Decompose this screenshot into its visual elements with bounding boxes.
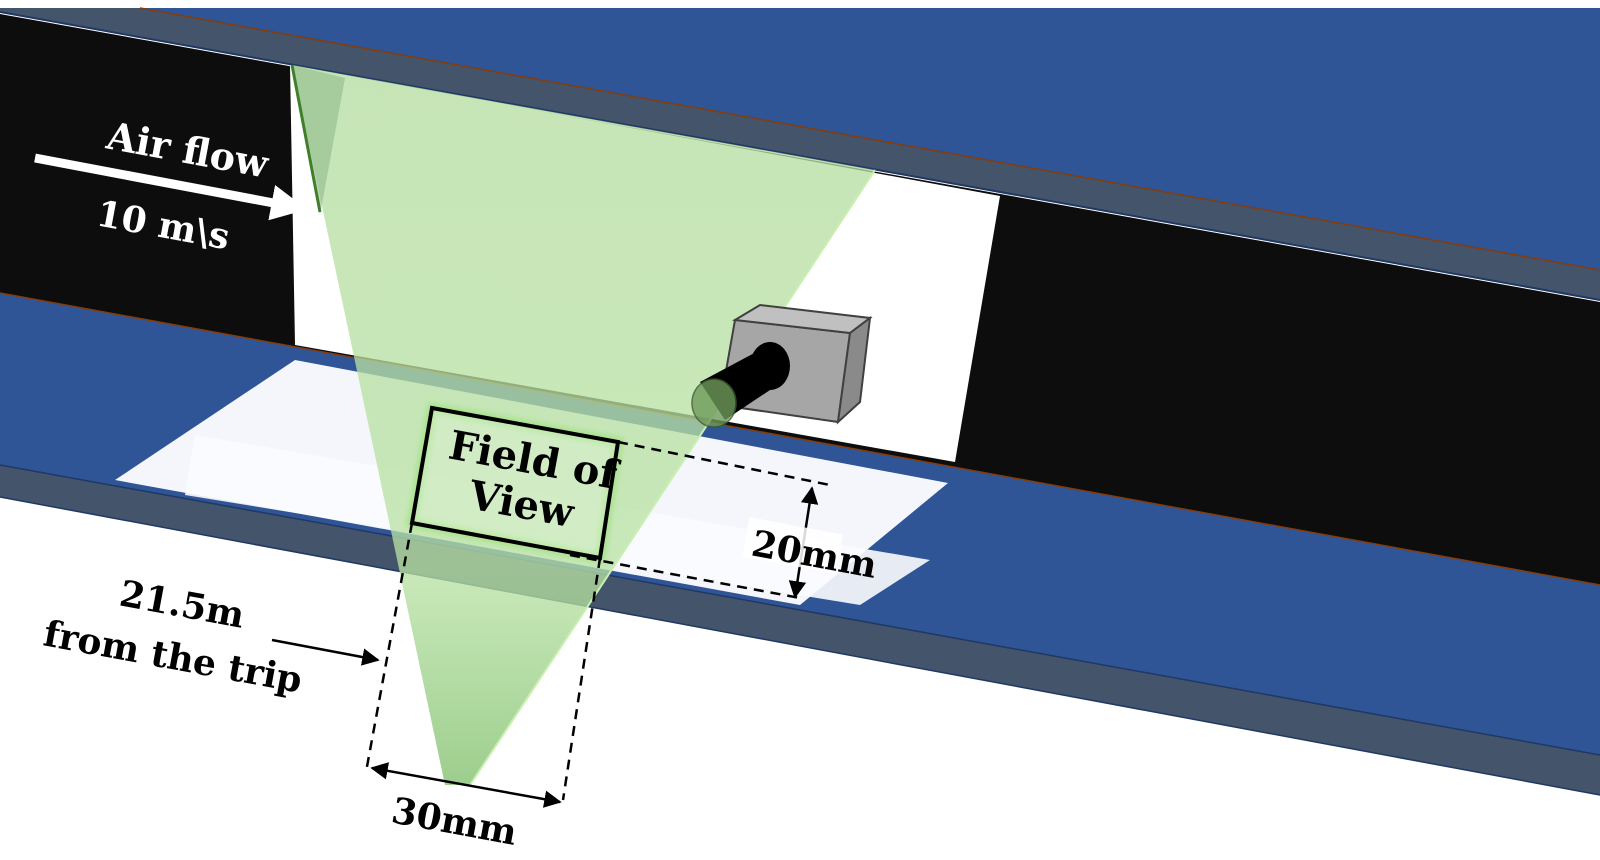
airflow-arrow-icon [34, 153, 308, 221]
camera-lens [691, 342, 790, 428]
distance-annotation: 21.5m from the trip [40, 573, 380, 702]
width-arrow-icon [370, 762, 562, 808]
distance-arrow-icon [271, 638, 380, 666]
camera [691, 303, 873, 428]
upper-wall [0, 7, 1600, 301]
distance-reference-label: from the trip [40, 613, 305, 702]
laser-sheet [290, 64, 876, 786]
distance-value-label: 21.5m [116, 573, 247, 637]
width-label: 30mm [388, 790, 520, 854]
